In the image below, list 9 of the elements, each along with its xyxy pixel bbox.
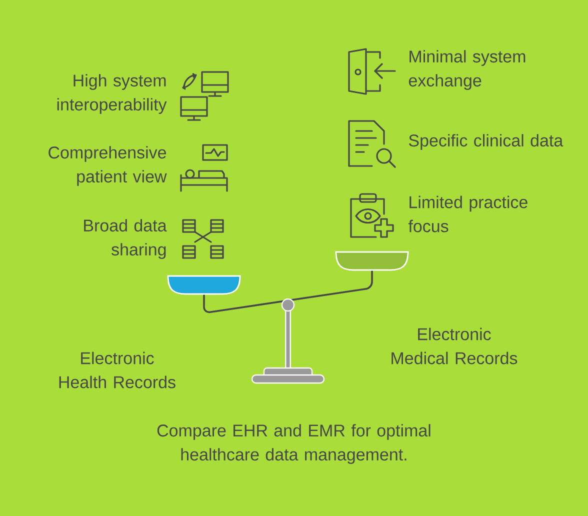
side-title: Electronic Health Records (59, 352, 176, 388)
feature-label: Limited practice focus (408, 196, 528, 232)
feature-label: Minimal system exchange (408, 50, 526, 90)
feature-label: Specific clinical data (408, 134, 564, 150)
feature-label: High system interoperability (57, 74, 167, 114)
caption: Compare EHR and EMR for optimal healthcare data management. (157, 424, 430, 464)
side-title: Electronic Medical Records (392, 328, 518, 364)
feature-label: Broad data sharing (84, 219, 167, 259)
feature-label: Comprehensive patient view (48, 146, 167, 186)
